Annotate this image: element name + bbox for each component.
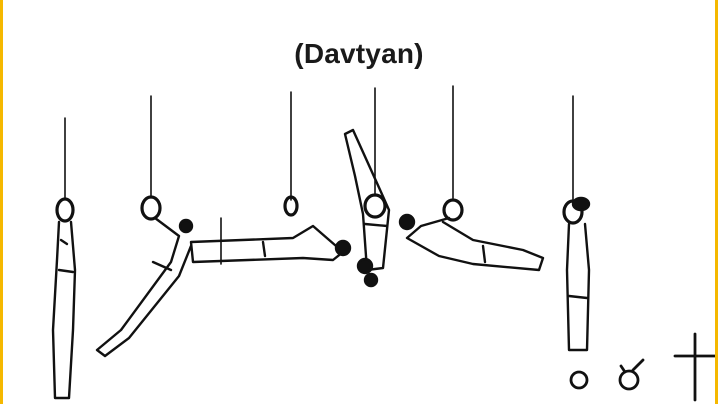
figure-horizontal-front [398,85,545,272]
ring-legs-symbol [618,358,645,391]
diagram-title: (Davtyan) [294,38,424,69]
figure-final-hang [562,95,591,352]
notation-symbols [569,332,715,402]
cross-symbol [673,332,715,402]
ring-sequence-illustration [51,85,715,402]
figure-horizontal-back [189,91,352,265]
figure-inverted [343,87,391,288]
figure-swing-down [95,95,194,358]
circle-symbol [569,370,589,390]
figure-hang [51,117,77,400]
